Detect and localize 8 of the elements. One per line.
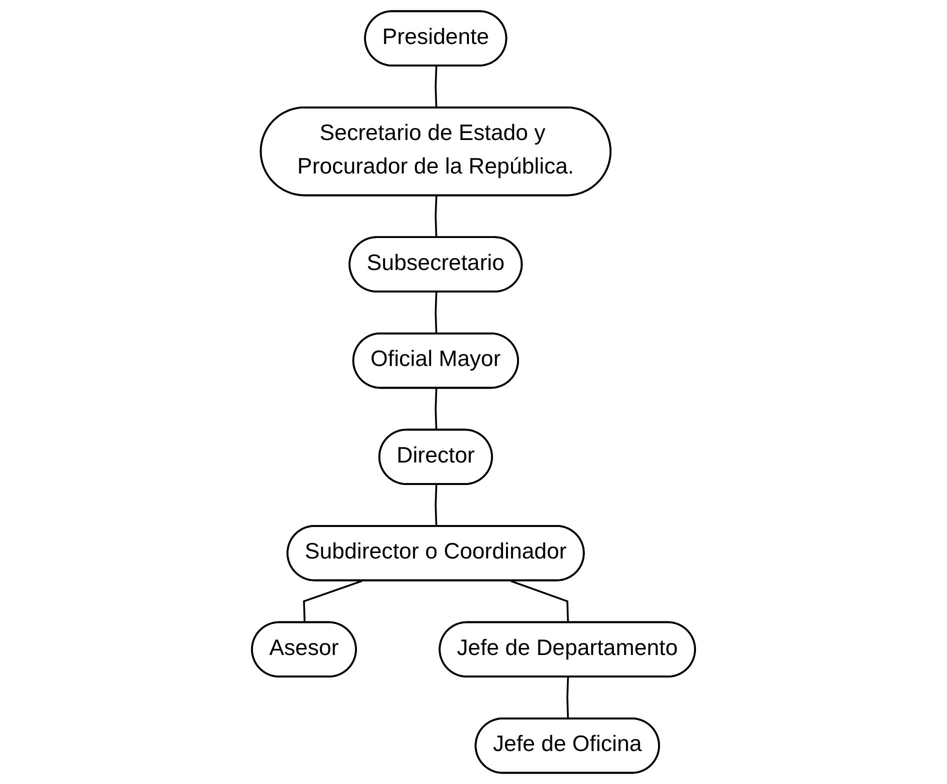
connector <box>434 484 438 527</box>
connector <box>566 677 569 720</box>
connector <box>510 580 569 623</box>
connector <box>303 580 362 623</box>
connector <box>434 196 438 238</box>
connector <box>434 66 438 108</box>
connector <box>434 388 438 430</box>
connector <box>434 292 438 334</box>
